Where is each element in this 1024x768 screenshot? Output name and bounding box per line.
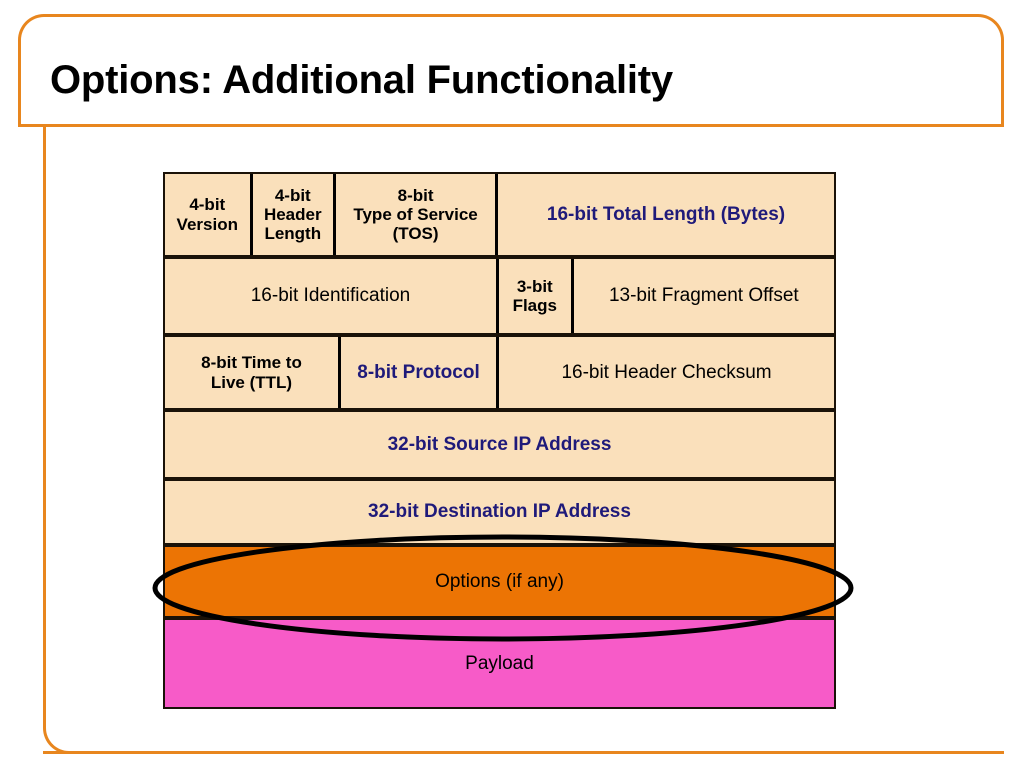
- field-16bit-total-length: 16-bit Total Length (Bytes): [495, 174, 834, 255]
- diagram-row-destination-address: 32-bit Destination IP Address: [163, 479, 836, 545]
- page-title: Options: Additional Functionality: [50, 58, 673, 102]
- field-label-protocol: 8-bit Protocol: [357, 361, 480, 383]
- field-16bit-header-checksum: 16-bit Header Checksum: [496, 337, 834, 408]
- field-label-fragment-offset: 13-bit Fragment Offset: [608, 285, 799, 307]
- slide-frame-title-box: [18, 14, 1004, 126]
- field-label-payload: Payload: [465, 652, 534, 674]
- field-32bit-source-ip-address: 32-bit Source IP Address: [165, 412, 834, 477]
- field-label-header-checksum: 16-bit Header Checksum: [561, 361, 772, 383]
- field-8bit-protocol: 8-bit Protocol: [337, 337, 496, 408]
- diagram-row-source-address: 32-bit Source IP Address: [163, 410, 836, 479]
- field-16bit-identification: 16-bit Identification: [165, 259, 496, 333]
- field-13bit-fragment-offset: 13-bit Fragment Offset: [570, 259, 834, 333]
- slide-frame-title-rule: [18, 124, 1004, 127]
- diagram-row-options: Options (if any): [163, 545, 836, 618]
- slide-frame-body-bottom: [43, 751, 1004, 754]
- field-options: Options (if any): [165, 547, 834, 616]
- field-label-identification: 16-bit Identification: [250, 285, 411, 307]
- field-label-total-length: 16-bit Total Length (Bytes): [546, 203, 786, 225]
- diagram-row-payload: Payload: [163, 618, 836, 709]
- field-label-options: Options (if any): [435, 570, 564, 592]
- field-label-destination-ip: 32-bit Destination IP Address: [368, 501, 631, 523]
- field-payload: Payload: [165, 620, 834, 707]
- field-32bit-destination-ip-address: 32-bit Destination IP Address: [165, 481, 834, 543]
- field-label-source-ip: 32-bit Source IP Address: [387, 433, 612, 455]
